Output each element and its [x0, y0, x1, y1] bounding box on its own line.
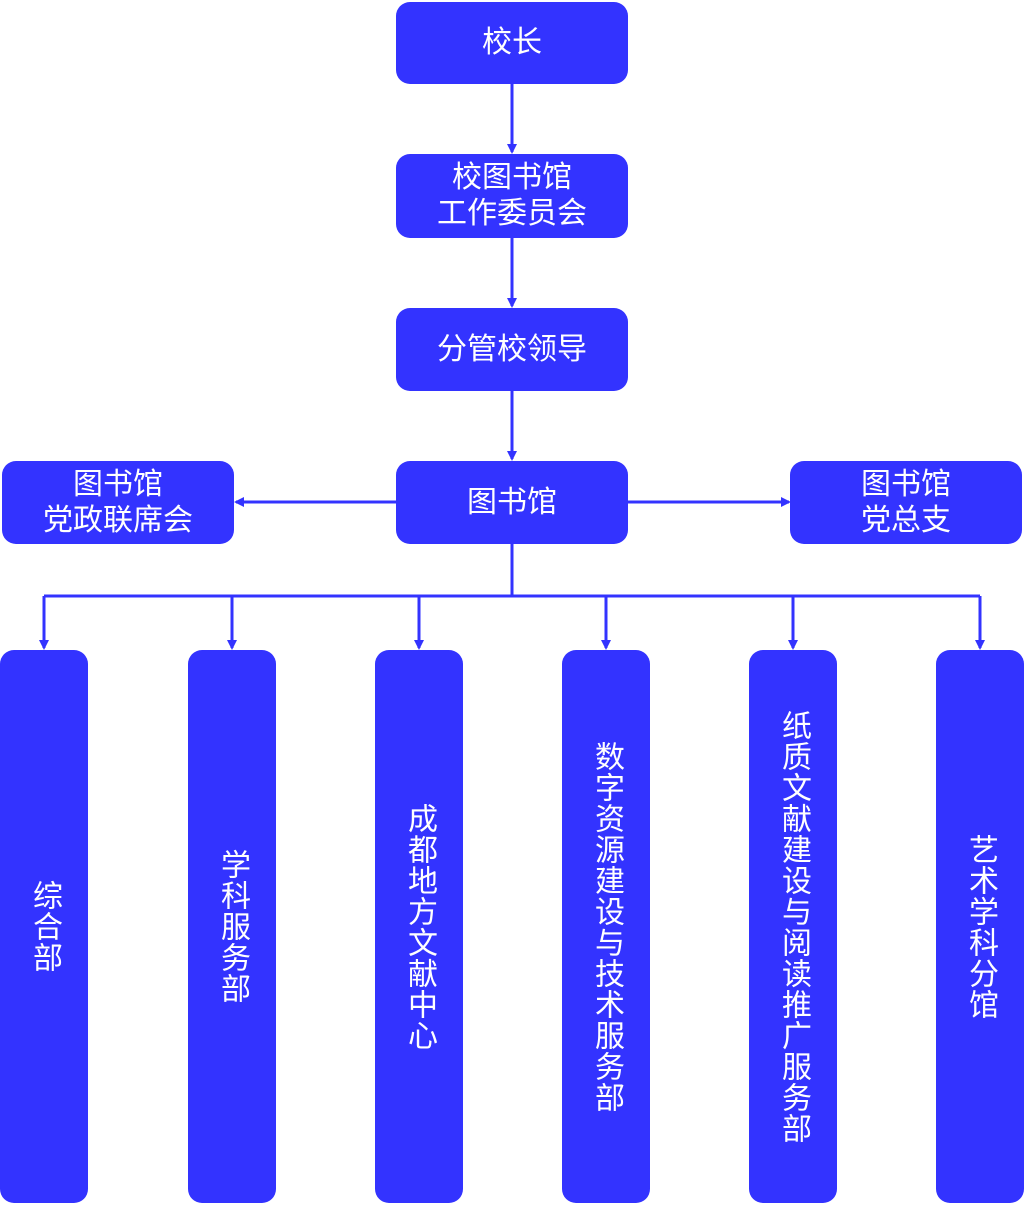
department-subject-services: 学科服务部: [188, 650, 276, 1203]
library-label: 图书馆: [467, 484, 557, 520]
department-local-documents-label: 成都地方文献中心: [402, 802, 437, 1051]
committee-label-line2: 工作委员会: [437, 196, 587, 231]
party-branch-label-line1: 图书馆: [861, 466, 951, 502]
department-art-branch-label: 艺术学科分馆: [963, 833, 998, 1020]
leader-node: 分管校领导: [396, 308, 628, 391]
joint-meeting-label-line2: 党政联席会: [43, 502, 193, 538]
committee-node: 校图书馆 工作委员会: [396, 154, 628, 238]
joint-meeting-label-line1: 图书馆: [73, 466, 163, 502]
joint-meeting-node: 图书馆 党政联席会: [2, 461, 234, 544]
committee-label-line1: 校图书馆: [452, 160, 572, 195]
department-general-label: 综合部: [27, 880, 62, 973]
department-digital-resources-label: 数字资源建设与技术服务部: [589, 740, 624, 1113]
department-print-resources-label: 纸质文献建设与阅读推广服务部: [776, 709, 811, 1144]
department-subject-services-label: 学科服务部: [215, 849, 250, 1004]
principal-node: 校长: [396, 2, 628, 84]
department-print-resources: 纸质文献建设与阅读推广服务部: [749, 650, 837, 1203]
department-digital-resources: 数字资源建设与技术服务部: [562, 650, 650, 1203]
party-branch-node: 图书馆 党总支: [790, 461, 1022, 544]
department-general: 综合部: [0, 650, 88, 1203]
library-node: 图书馆: [396, 461, 628, 544]
department-local-documents: 成都地方文献中心: [375, 650, 463, 1203]
principal-label: 校长: [482, 25, 542, 60]
leader-label: 分管校领导: [437, 331, 587, 367]
department-art-branch: 艺术学科分馆: [936, 650, 1024, 1203]
party-branch-label-line2: 党总支: [861, 502, 951, 538]
